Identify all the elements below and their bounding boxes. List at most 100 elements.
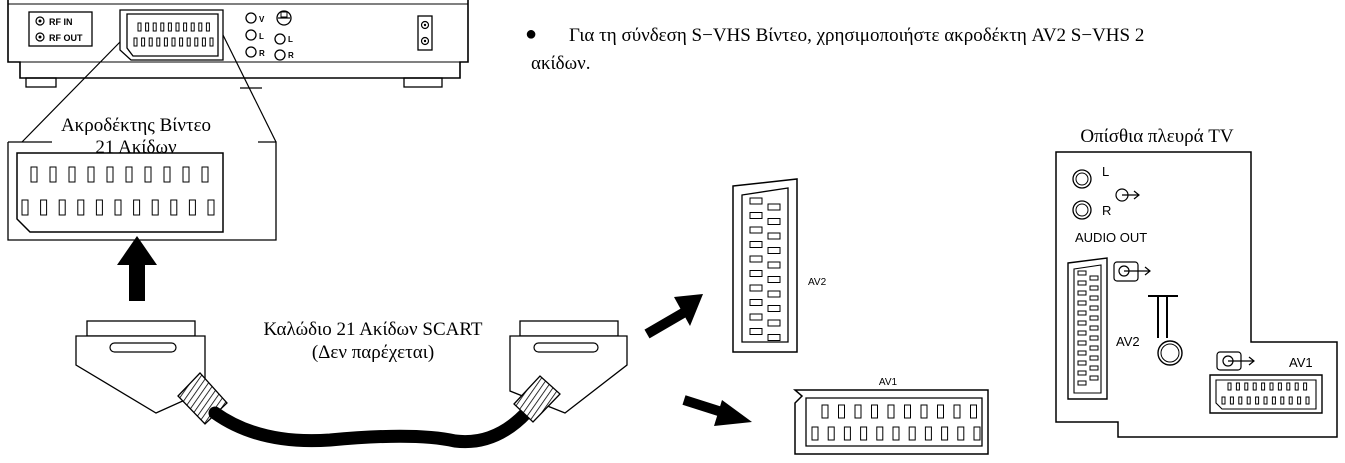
svideo-jack-icon [276,10,292,26]
connector-pin [171,37,176,47]
connector-pin [1229,396,1234,405]
tv-av1-socket [792,389,989,455]
vcr-connector-label-line2: 21 Ακίδων [95,137,177,158]
connector-pin [957,426,965,441]
audio-out-r-jack-icon [1072,200,1092,220]
audio-l2-jack-icon [274,33,286,45]
connector-pin [49,166,57,183]
connector-pin [145,22,150,32]
connector-pin [749,197,763,205]
connector-pin [1089,295,1099,301]
audio-r2-jack-icon [274,49,286,61]
connector-pin [854,404,862,419]
connector-pin [767,276,781,283]
instruction-line2: ακίδων. [531,52,591,74]
connector-pin [170,199,178,216]
connector-pin [30,166,38,183]
connector-pin [1077,320,1087,326]
connector-pin [179,37,184,47]
connector-pin [767,203,781,211]
connector-pin [937,404,944,419]
connector-pin [970,404,977,419]
connector-pin [1089,335,1099,341]
connector-pin [141,37,146,47]
connector-pin [1089,275,1099,281]
av2-io-arrow-icon [1113,261,1151,282]
connector-pin [1221,396,1226,405]
connector-pin [1280,396,1285,405]
connector-pin [749,299,763,306]
svhs-jack-icon [1157,340,1183,366]
connector-pin [1261,382,1266,391]
jack-v-label: V [259,15,265,24]
arrow-to-av1-icon [682,395,752,426]
jack-l2-label: L [288,35,293,44]
connector-pin [843,426,851,441]
connector-pin [1303,382,1308,391]
connector-pin [160,22,165,32]
connector-pin [1077,380,1087,386]
connector-pin [908,426,916,441]
connector-pin [1077,330,1087,336]
connector-pin [1089,285,1099,291]
connector-pin [838,404,845,419]
connector-pin [941,426,949,441]
connector-pin [144,166,152,183]
connector-pin [1263,396,1268,405]
connector-pin [95,199,103,216]
audio-l-label: L [1102,164,1109,179]
connector-pin [133,37,138,47]
connector-pin [1255,396,1260,405]
connector-pin [1077,290,1087,296]
tv-av2-socket [732,178,798,353]
connector-pin [156,37,161,47]
connector-pin [1077,270,1087,276]
audio-l-jack-icon [245,29,257,41]
connector-pin [182,166,190,183]
connector-pin [106,166,114,183]
connector-pin [207,199,215,216]
connector-pin [767,232,781,240]
connector-pin [1286,382,1291,391]
connector-pin [1235,382,1240,391]
connector-pin [920,404,928,419]
connector-pin [125,166,133,183]
tv-rear-av2-label: AV2 [1116,334,1140,349]
connector-pin [1271,396,1276,405]
arrow-to-av2-icon [644,294,703,339]
connector-pin [137,22,142,32]
connector-pin [1077,350,1087,356]
connector-pin [767,305,781,312]
connector-pin [1277,382,1282,391]
connector-pin [114,199,122,216]
connector-pin [209,37,214,47]
tv-rear-av2-socket [1067,257,1108,400]
connector-pin [1077,370,1087,376]
connector-pin [749,328,763,335]
video-jack-icon [245,12,257,24]
connector-pin [205,22,210,32]
connector-pin [1297,396,1302,405]
connector-pin [183,22,188,32]
rf-out-jack-icon [35,32,45,42]
jack-r2-label: R [288,51,294,60]
jack-l-label: L [259,32,264,41]
connector-pin [87,166,95,183]
bullet-icon: ● [525,23,538,45]
connector-pin [58,199,66,216]
connector-pin [767,319,781,327]
connector-pin [749,284,763,292]
connector-pin [186,37,191,47]
connector-pin [190,22,195,32]
connector-pin [1077,340,1087,346]
connector-pin [767,334,781,341]
connector-pin [175,22,180,32]
connector-pin [152,22,157,32]
connector-pin [201,166,209,183]
vcr-connector-label-line1: Ακροδέκτης Βίντεο [61,115,211,136]
connector-pin [1077,310,1087,316]
connector-pin [892,426,900,441]
connector-pin [1089,345,1099,351]
tv-rear-av1-socket [1209,374,1323,414]
